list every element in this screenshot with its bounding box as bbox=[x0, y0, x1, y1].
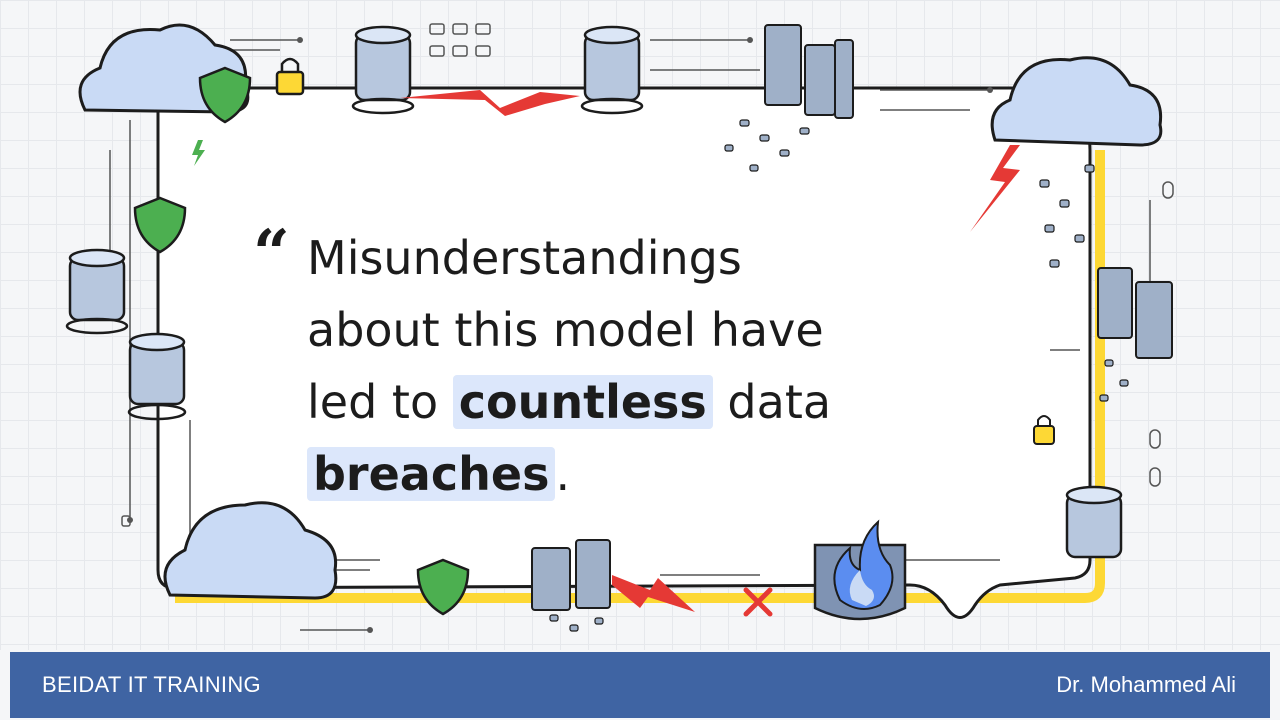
database-icon bbox=[65, 248, 129, 335]
quote-mark: “ bbox=[253, 216, 290, 291]
quote-line-2: about this model have bbox=[307, 303, 824, 357]
fire-icon bbox=[813, 519, 907, 621]
database-icon bbox=[580, 25, 644, 115]
shield-icon bbox=[198, 66, 252, 124]
server-icon bbox=[531, 539, 611, 611]
quote-text: led to bbox=[307, 375, 453, 429]
quote-text: data bbox=[712, 375, 832, 429]
shield-icon bbox=[416, 558, 470, 616]
server-icon bbox=[764, 24, 854, 119]
error-x-icon bbox=[743, 587, 773, 617]
database-icon bbox=[1065, 485, 1123, 559]
database-icon bbox=[351, 25, 415, 115]
lightning-icon bbox=[192, 140, 205, 166]
server-icon bbox=[1097, 267, 1173, 359]
breach-debris bbox=[549, 119, 1129, 632]
quote-line-3: led to countless data bbox=[255, 366, 895, 438]
shield-icon bbox=[133, 196, 187, 254]
cloud-icon bbox=[163, 501, 338, 600]
lock-icon bbox=[1033, 415, 1055, 445]
lightning-icon bbox=[612, 575, 695, 612]
footer-presenter-name: Dr. Mohammed Ali bbox=[1056, 672, 1236, 697]
footer-bar: BEIDAT IT TRAINING Dr. Mohammed Ali bbox=[10, 652, 1270, 718]
frame-yellow-path bbox=[175, 150, 1105, 603]
database-icon bbox=[127, 332, 187, 421]
quote-block: “ Misunderstandings about this model hav… bbox=[253, 216, 895, 510]
lightning-icon bbox=[400, 90, 580, 116]
small-outline-marks bbox=[121, 181, 1174, 527]
highlighted-word: countless bbox=[452, 375, 713, 429]
footer-org-name: BEIDAT IT TRAINING bbox=[42, 672, 261, 697]
quote-line-1: Misunderstandings bbox=[307, 231, 742, 285]
cloud-icon bbox=[990, 56, 1163, 147]
highlighted-word: breaches bbox=[307, 447, 556, 501]
quote-text: . bbox=[555, 447, 571, 501]
status-squares bbox=[429, 23, 491, 57]
quote-line-4: breaches. bbox=[255, 438, 895, 510]
lock-icon bbox=[275, 57, 305, 96]
